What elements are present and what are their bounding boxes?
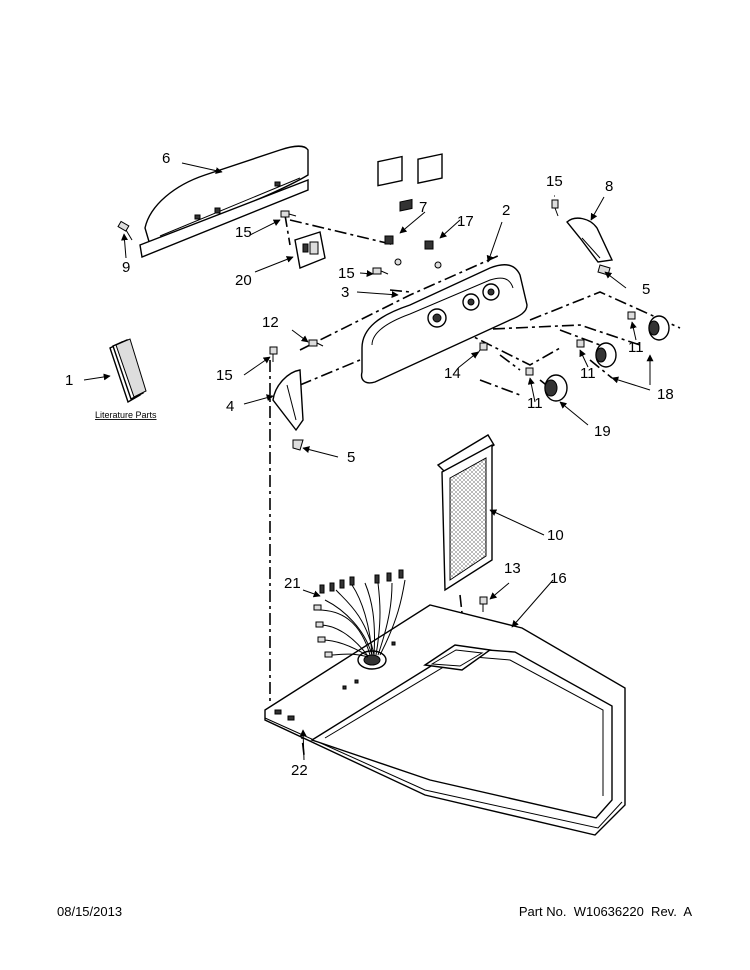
callout-11-top: 11 (628, 339, 644, 356)
console-panel (360, 263, 528, 384)
knob-18-top (648, 315, 670, 341)
screw-12 (308, 339, 324, 347)
callout-14: 14 (444, 365, 461, 382)
screw-15-d (269, 346, 278, 362)
footer-date: 08/15/2013 (57, 904, 123, 919)
clip-11-b (576, 339, 585, 348)
callout-17: 17 (457, 213, 474, 230)
callout-11-mid: 11 (580, 365, 596, 382)
clip-11-c (525, 367, 534, 376)
wire-harness (313, 569, 406, 658)
top-panel (264, 604, 626, 836)
callout-18: 18 (657, 386, 674, 403)
callout-4: 4 (226, 398, 234, 415)
rear-console-cover (139, 145, 309, 258)
callout-8: 8 (605, 178, 613, 195)
callout-5-left: 5 (347, 449, 355, 466)
callout-20: 20 (235, 272, 252, 289)
end-cap-left (272, 369, 304, 451)
screw-15-c (551, 199, 559, 217)
end-cap-right (566, 217, 614, 276)
callout-19: 19 (594, 423, 611, 440)
callout-1: 1 (65, 372, 73, 389)
clip-11-a (627, 311, 636, 320)
callout-3: 3 (341, 284, 349, 301)
bracket-20 (294, 231, 326, 269)
callout-5-right: 5 (642, 281, 650, 298)
callout-21: 21 (284, 575, 301, 592)
lint-filter (436, 434, 495, 592)
screw-9 (117, 220, 133, 241)
footer-part-number: Part No. W10636220 Rev. A (518, 904, 692, 919)
callout-6: 6 (162, 150, 170, 167)
screw-15-a (280, 210, 297, 218)
leader-lines (83, 162, 654, 761)
knobs (525, 311, 670, 402)
knob-18-mid (595, 342, 617, 368)
callout-2: 2 (502, 202, 510, 219)
switch-17 (417, 153, 443, 269)
callout-13: 13 (504, 560, 521, 577)
screw-15-b (372, 267, 389, 275)
callout-16: 16 (550, 570, 567, 587)
callout-22: 22 (291, 762, 308, 779)
callout-10: 10 (547, 527, 564, 544)
callouts: 1 2 3 4 5 5 6 7 8 9 10 11 11 11 12 13 14… (65, 150, 674, 779)
callout-12: 12 (262, 314, 279, 331)
knob-19 (544, 374, 568, 402)
callout-15-endcap-left: 15 (216, 367, 233, 384)
screw-13 (479, 596, 488, 612)
callout-15-switch: 15 (338, 265, 355, 282)
callout-15-bracket: 15 (235, 224, 252, 241)
callout-7: 7 (419, 199, 427, 216)
callout-15-endcap-right: 15 (546, 173, 563, 190)
screw-14 (475, 342, 488, 357)
callout-11-bottom: 11 (527, 395, 543, 412)
switch-3 (399, 198, 413, 212)
switch-7 (377, 155, 403, 266)
literature-parts-label: Literature Parts (95, 410, 157, 420)
literature-parts (109, 338, 147, 404)
callout-9: 9 (122, 259, 130, 276)
